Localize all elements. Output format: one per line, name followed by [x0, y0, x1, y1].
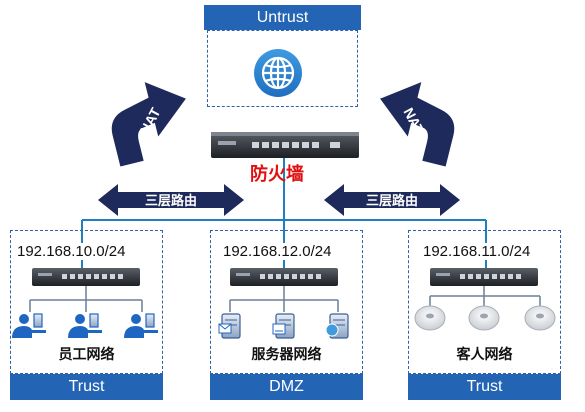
dmz-zone-label: DMZ — [210, 374, 363, 400]
guest-zone-box — [408, 230, 561, 374]
staff-subnet-label: 192.168.10.0/24 — [15, 243, 128, 260]
dmz-subnet-label: 192.168.12.0/24 — [221, 243, 334, 260]
access-point-icon — [414, 305, 446, 331]
firewall-label: 防火墙 — [250, 164, 304, 185]
nat-arrow-right — [380, 82, 455, 167]
routing-arrow-left — [98, 184, 244, 216]
nat-arrow-left — [111, 82, 186, 167]
staff-network-name: 员工网络 — [58, 347, 115, 363]
untrust-zone-box — [207, 30, 358, 107]
switch-icon — [430, 268, 538, 286]
dmz-zone-box — [210, 230, 363, 374]
dmz-network-name: 服务器网络 — [251, 347, 322, 363]
staff-zone-label: Trust — [10, 374, 163, 400]
user-icon — [124, 313, 158, 338]
user-icon — [12, 313, 46, 338]
untrust-zone-label: Untrust — [204, 5, 361, 30]
server-icon — [325, 313, 349, 339]
firewall-device-icon — [211, 132, 359, 158]
globe-icon — [254, 49, 302, 97]
routing-arrow-right — [324, 184, 460, 216]
switch-icon — [32, 268, 140, 286]
access-point-icon — [524, 305, 556, 331]
routing-label-left: 三层路由 — [145, 193, 197, 209]
user-icon — [68, 313, 102, 338]
guest-subnet-label: 192.168.11.0/24 — [421, 243, 533, 260]
endpoint-links — [29, 286, 541, 312]
staff-zone-box — [10, 230, 163, 374]
routing-label-right: 三层路由 — [366, 193, 418, 209]
switch-icon — [230, 268, 338, 286]
server-icon — [218, 313, 241, 339]
guest-network-name: 客人网络 — [456, 347, 513, 363]
guest-zone-label: Trust — [408, 374, 561, 400]
server-icon — [272, 313, 295, 339]
access-point-icon — [468, 305, 500, 331]
